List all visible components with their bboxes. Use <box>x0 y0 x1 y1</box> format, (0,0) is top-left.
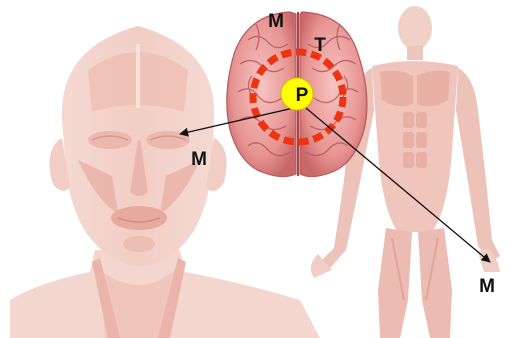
label-center-point: P <box>296 85 309 106</box>
label-hand: M <box>479 276 495 297</box>
label-brain-right: T <box>314 35 326 56</box>
label-face: M <box>191 149 207 170</box>
label-brain-top: M <box>268 11 284 32</box>
